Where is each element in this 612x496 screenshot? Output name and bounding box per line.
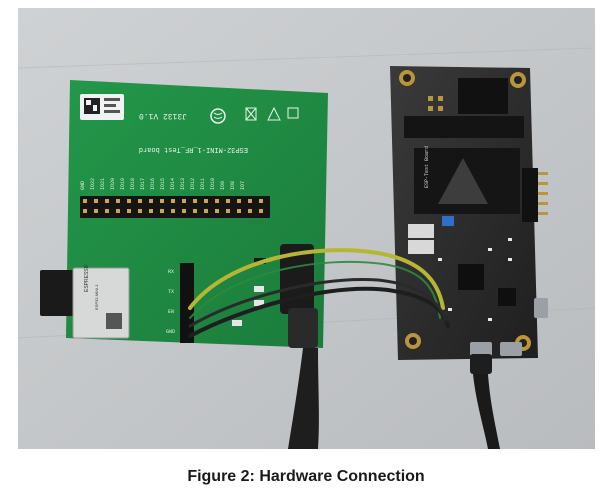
pin-label-row: GND IO22 IO21 IO20 IO19 IO18 IO17 IO16 I… xyxy=(80,178,246,190)
svg-text:GND: GND xyxy=(80,181,86,190)
module-brand: ESPRESSIF xyxy=(84,264,90,292)
module-name: ESP32-MINI-1 xyxy=(94,283,99,310)
espressif-logo-icon xyxy=(210,108,226,124)
svg-text:IO15: IO15 xyxy=(160,178,166,190)
pin-header xyxy=(80,196,270,218)
ce-icon xyxy=(287,107,299,119)
svg-text:IO22: IO22 xyxy=(90,178,96,190)
board-marking: J3132 V1.0 xyxy=(139,111,187,120)
usb-cable xyxy=(470,354,500,449)
warning-icon xyxy=(267,106,281,121)
svg-text:GND: GND xyxy=(166,329,175,335)
svg-text:IO14: IO14 xyxy=(170,178,176,190)
power-plug xyxy=(280,244,319,449)
hardware-photo: J3132 V1.0 ESP32-MINI-1_RF_Test board GN… xyxy=(18,8,595,449)
downloader-label: ESP-Test Board xyxy=(424,146,430,188)
svg-text:IO16: IO16 xyxy=(150,178,156,190)
svg-text:TX: TX xyxy=(168,289,174,295)
svg-text:IO9: IO9 xyxy=(220,181,226,190)
test-board: J3132 V1.0 ESP32-MINI-1_RF_Test board GN… xyxy=(40,80,328,348)
jumper-wires xyxy=(188,248,450,338)
esp32-module: ESPRESSIF ESP32-MINI-1 xyxy=(40,264,130,339)
svg-text:IO18: IO18 xyxy=(130,178,136,190)
svg-text:IO19: IO19 xyxy=(120,178,126,190)
svg-text:IO17: IO17 xyxy=(140,178,146,190)
svg-text:IO7: IO7 xyxy=(240,181,246,190)
figure-caption: Figure 2: Hardware Connection xyxy=(187,468,425,485)
svg-text:IO12: IO12 xyxy=(190,178,196,190)
svg-text:IO20: IO20 xyxy=(110,178,116,190)
uart-header: RX TX EN GND xyxy=(166,263,194,343)
board-title: ESP32-MINI-1_RF_Test board xyxy=(139,145,248,153)
svg-text:IO13: IO13 xyxy=(180,178,186,190)
svg-text:RX: RX xyxy=(168,269,174,275)
svg-text:EN: EN xyxy=(168,309,174,315)
svg-text:IO11: IO11 xyxy=(200,178,206,190)
svg-text:IO10: IO10 xyxy=(210,178,216,190)
downloader-board: ESP-Test Board xyxy=(390,66,548,360)
svg-text:IO8: IO8 xyxy=(230,181,236,190)
weee-icon xyxy=(245,107,257,121)
svg-text:IO21: IO21 xyxy=(100,178,106,190)
